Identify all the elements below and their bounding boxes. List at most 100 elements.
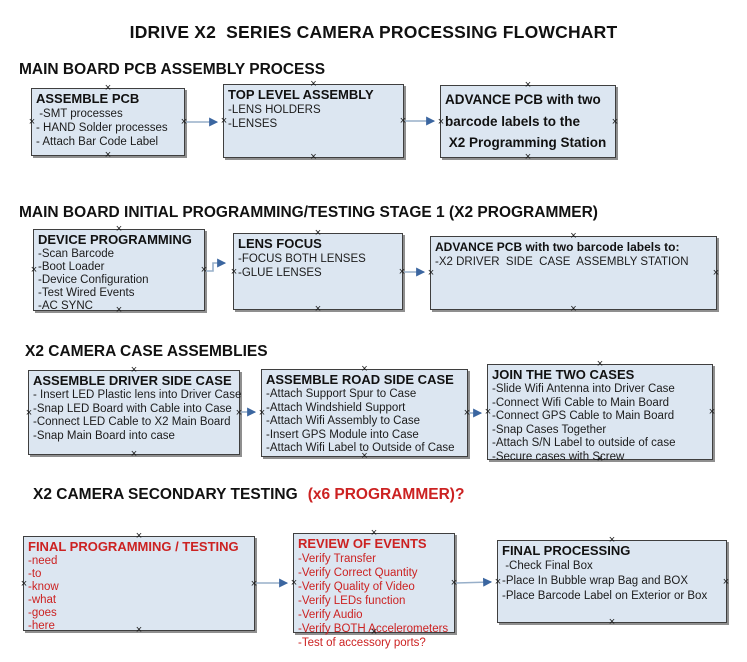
box-item: -Verify Quality of Video (298, 581, 415, 593)
flow-box-join-the-two-cases: JOIN THE TWO CASES -Slide Wifi Antenna i… (485, 359, 715, 465)
box-item: -X2 DRIVER SIDE CASE ASSEMBLY STATION (435, 256, 689, 268)
box-item: -Secure cases with Screw (492, 450, 625, 463)
box-item: -FOCUS BOTH LENSES (238, 253, 366, 265)
connector-anchor-icon: × (399, 115, 407, 127)
section-header-secondary-testing: X2 CAMERA SECONDARY TESTING (x6 PROGRAMME… (33, 486, 464, 504)
connector-anchor-icon: × (398, 265, 406, 278)
flow-box-top-level-assembly: TOP LEVEL ASSEMBLY -LENS HOLDERS-LENSES … (221, 79, 406, 163)
box-item: -Verify LEDs function (298, 595, 406, 607)
box-title: ASSEMBLE DRIVER SIDE CASE (33, 373, 232, 388)
box-item-list: -LENS HOLDERS -LENSES (228, 103, 399, 131)
box-title: TOP LEVEL ASSEMBLY (228, 87, 374, 102)
section-header-initial-programming: MAIN BOARD INITIAL PROGRAMMING/TESTING S… (19, 204, 598, 221)
box-item: -Verify Correct Quantity (298, 567, 418, 579)
box-title: LENS FOCUS (238, 236, 322, 251)
box-item: -Snap Main Board into case (33, 429, 175, 442)
connector-anchor-icon: × (463, 407, 471, 419)
connector-anchor-icon: × (314, 303, 322, 315)
box-item: -LENS HOLDERS (228, 104, 321, 116)
box-item: -Check Final Box (502, 560, 593, 572)
box-title: JOIN THE TWO CASES (492, 367, 635, 382)
box-item: -Attach S/N Label to outside of case (492, 437, 676, 449)
box-item-list: -Verify Transfer -Verify Correct Quantity… (298, 552, 450, 650)
box-item: -Slide Wifi Antenna into Driver Case (492, 383, 675, 395)
box-item: -know (28, 581, 59, 593)
section-header-suffix: (x6 PROGRAMMER)? (307, 486, 465, 503)
box-item-list: -FOCUS BOTH LENSES-GLUE LENSES (238, 252, 398, 280)
box-item: -LENSES (228, 118, 278, 130)
box-title: DEVICE PROGRAMMING (38, 232, 192, 247)
flow-box-advance-pcb-driver-side-station: ADVANCE PCB with two barcode labels to: … (428, 231, 719, 315)
box-item: -Place Barcode Label on Exterior or Box (502, 590, 708, 602)
section-header-text: X2 CAMERA SECONDARY TESTING (33, 486, 298, 503)
connector-anchor-icon: × (200, 264, 208, 276)
box-item: -Snap LED Board with Cable into Case (33, 402, 232, 415)
box-item: - HAND Solder processes (36, 122, 168, 134)
box-title: ASSEMBLE PCB (36, 91, 140, 106)
box-title: FINAL PROGRAMMING / TESTING (28, 539, 239, 554)
flow-box-final-programming-testing: FINAL PROGRAMMING / TESTING -need-to-kno… (21, 531, 257, 636)
box-item: -Connect Wifi Cable to Main Board (492, 396, 670, 409)
flow-box-review-of-events: REVIEW OF EVENTS -Verify Transfer-Verify… (291, 528, 457, 650)
box-item: -Attach Wifi Label to Outside of Case (266, 442, 455, 454)
section-header-pcb-assembly: MAIN BOARD PCB ASSEMBLY PROCESS (19, 61, 326, 78)
box-item: -Attach Wifi Assembly to Case (266, 415, 421, 427)
box-title: ADVANCE PCB with two barcode labels to: (435, 240, 680, 254)
connector-anchor-icon: × (180, 116, 188, 128)
box-item: - Insert LED Plastic lens into Driver Ca… (33, 389, 242, 401)
section-header-case-assemblies: X2 CAMERA CASE ASSEMBLIES (25, 343, 268, 360)
box-item-list: -Slide Wifi Antenna into Driver Case-Con… (492, 383, 708, 464)
flow-box-assemble-driver-side-case: ASSEMBLE DRIVER SIDE CASE - Insert LED P… (26, 365, 242, 460)
box-item-list: -SMT processes- HAND Solder processes- A… (36, 107, 180, 149)
connector-anchor-icon: × (608, 616, 616, 628)
box-title: REVIEW OF EVENTS (298, 536, 427, 551)
flow-arrow (206, 258, 227, 272)
box-item: -Connect GPS Cable to Main Board (492, 410, 675, 422)
box-title: ASSEMBLE ROAD SIDE CASE (266, 372, 454, 387)
flow-box-device-programming: DEVICE PROGRAMMING -Scan Barcode-Boot Lo… (31, 224, 207, 316)
box-item-list: -X2 DRIVER SIDE CASE ASSEMBLY STATION (435, 255, 712, 270)
box-item: -Verify Audio (298, 609, 363, 621)
box-item: -Test of accessory ports? (298, 637, 426, 649)
box-item: -AC SYNC (38, 300, 93, 312)
flow-box-final-processing: FINAL PROCESSING -Check Final Box-Place … (495, 535, 729, 628)
box-item: - Attach Bar Code Label (36, 136, 159, 148)
box-item-list: - Insert LED Plastic lens into Driver Ca… (33, 389, 242, 443)
page-title: IDRIVE X2 SERIES CAMERA PROCESSING FLOWC… (129, 22, 618, 42)
box-item: -what (28, 594, 57, 606)
connector-anchor-icon: × (712, 267, 720, 279)
box-item: -here (28, 620, 55, 632)
connector-anchor-icon: × (611, 115, 619, 128)
box-item: -Attach Support Spur to Case (266, 388, 417, 400)
flow-box-assemble-pcb: ASSEMBLE PCB -SMT processes- HAND Solder… (29, 83, 187, 161)
box-title: ADVANCE PCB with two barcode labels to t… (445, 92, 607, 150)
flow-box-advance-pcb-programming-station: ADVANCE PCB with two barcode labels to t… (438, 80, 618, 163)
box-item: -Verify Transfer (298, 553, 376, 565)
box-item: -goes (28, 607, 57, 619)
connector-anchor-icon: × (524, 151, 532, 163)
connector-anchor-icon: × (708, 406, 716, 418)
connector-anchor-icon: × (722, 575, 730, 588)
box-item: -Verify BOTH Accelerometers (298, 623, 449, 635)
connector-anchor-icon: × (104, 149, 112, 161)
connector-anchor-icon: × (250, 577, 258, 590)
box-item: -Connect LED Cable to X2 Main Board (33, 416, 231, 428)
box-title: FINAL PROCESSING (502, 543, 631, 558)
box-item: -Insert GPS Module into Case (266, 428, 419, 441)
box-item: -Device Configuration (38, 274, 149, 286)
box-item-list: -need-to-know-what-goes-here (28, 555, 250, 633)
box-item: -Boot Loader (38, 261, 105, 273)
box-item: -to (28, 568, 42, 580)
flow-box-assemble-road-side-case: ASSEMBLE ROAD SIDE CASE -Attach Support … (259, 364, 470, 462)
box-item-list: -Scan Barcode-Boot Loader-Device Configu… (38, 248, 200, 313)
box-item: -Test Wired Events (38, 287, 135, 299)
box-item-list: -Attach Support Spur to Case-Attach Wind… (266, 388, 463, 456)
box-item-list: -Check Final Box-Place In Bubble wrap Ba… (502, 559, 722, 604)
box-item: -Attach Windshield Support (266, 401, 406, 414)
box-item: -need (28, 555, 58, 567)
box-item: -Snap Cases Together (492, 423, 607, 436)
flow-box-lens-focus: LENS FOCUS -FOCUS BOTH LENSES-GLUE LENSE… (231, 228, 405, 315)
connector-anchor-icon: × (570, 303, 577, 315)
connector-anchor-icon: × (130, 448, 138, 460)
